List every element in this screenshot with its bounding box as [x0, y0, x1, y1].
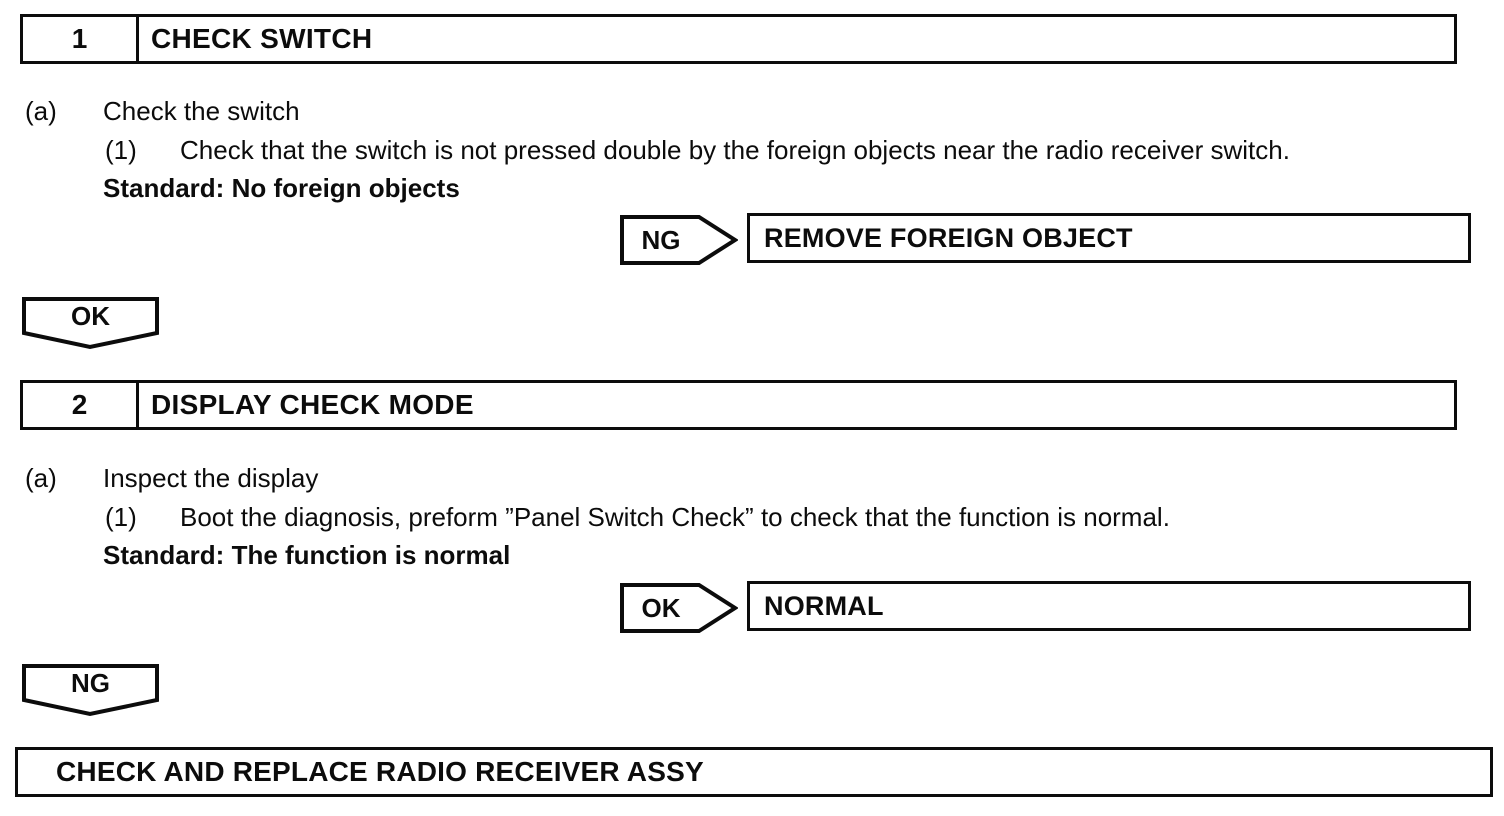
step-1-branch-tag-label: NG: [641, 224, 681, 255]
step-2-branch-tag: OK: [620, 583, 738, 633]
step-1-item-a-label: (a): [25, 96, 57, 126]
step-1-sub-text: Check that the switch is not pressed dou…: [180, 135, 1290, 165]
step-1-branch-tag: NG: [620, 215, 738, 265]
step-2-sub-item: (1) Boot the diagnosis, preform ”Panel S…: [0, 502, 1504, 532]
step-2-branch-action-box: NORMAL: [747, 581, 1471, 631]
step-1-header: 1 CHECK SWITCH: [20, 14, 1457, 64]
step-1-continue-tag: OK: [22, 297, 159, 350]
step-2-item-a: (a) Inspect the display: [0, 463, 1504, 493]
step-2-standard-text: Standard: The function is normal: [103, 540, 511, 570]
ok-arrow-shape: [620, 583, 738, 633]
step-1-continue-tag-label: OK: [71, 300, 110, 331]
final-action-box: CHECK AND REPLACE RADIO RECEIVER ASSY: [15, 747, 1493, 797]
step-1-standard-text: Standard: No foreign objects: [103, 173, 460, 203]
step-2-number: 2: [23, 383, 139, 427]
step-2-continue-tag-label: NG: [71, 667, 110, 698]
step-1-item-a: (a) Check the switch: [0, 96, 1504, 126]
step-1-number: 1: [23, 17, 139, 61]
step-1-title: CHECK SWITCH: [151, 23, 373, 54]
step-2-sub-label: (1): [105, 502, 137, 532]
step-2-branch-tag-label: OK: [641, 592, 681, 623]
step-1-sub-label: (1): [105, 135, 137, 165]
ng-down-arrow-shape: [22, 664, 159, 717]
ng-arrow-shape: [620, 215, 738, 265]
step-2-item-a-label: (a): [25, 463, 57, 493]
step-2-title: DISPLAY CHECK MODE: [151, 389, 474, 420]
step-1-branch-action-box: REMOVE FOREIGN OBJECT: [747, 213, 1471, 263]
step-2-standard: Standard: The function is normal: [0, 540, 1504, 570]
step-2-continue-tag: NG: [22, 664, 159, 717]
step-2-item-a-text: Inspect the display: [103, 463, 319, 493]
step-2-sub-text: Boot the diagnosis, preform ”Panel Switc…: [180, 502, 1170, 532]
step-1-standard: Standard: No foreign objects: [0, 173, 1504, 203]
step-1-sub-item: (1) Check that the switch is not pressed…: [0, 135, 1504, 165]
ok-down-arrow-shape: [22, 297, 159, 350]
step-2-header: 2 DISPLAY CHECK MODE: [20, 380, 1457, 430]
step-1-item-a-text: Check the switch: [103, 96, 300, 126]
